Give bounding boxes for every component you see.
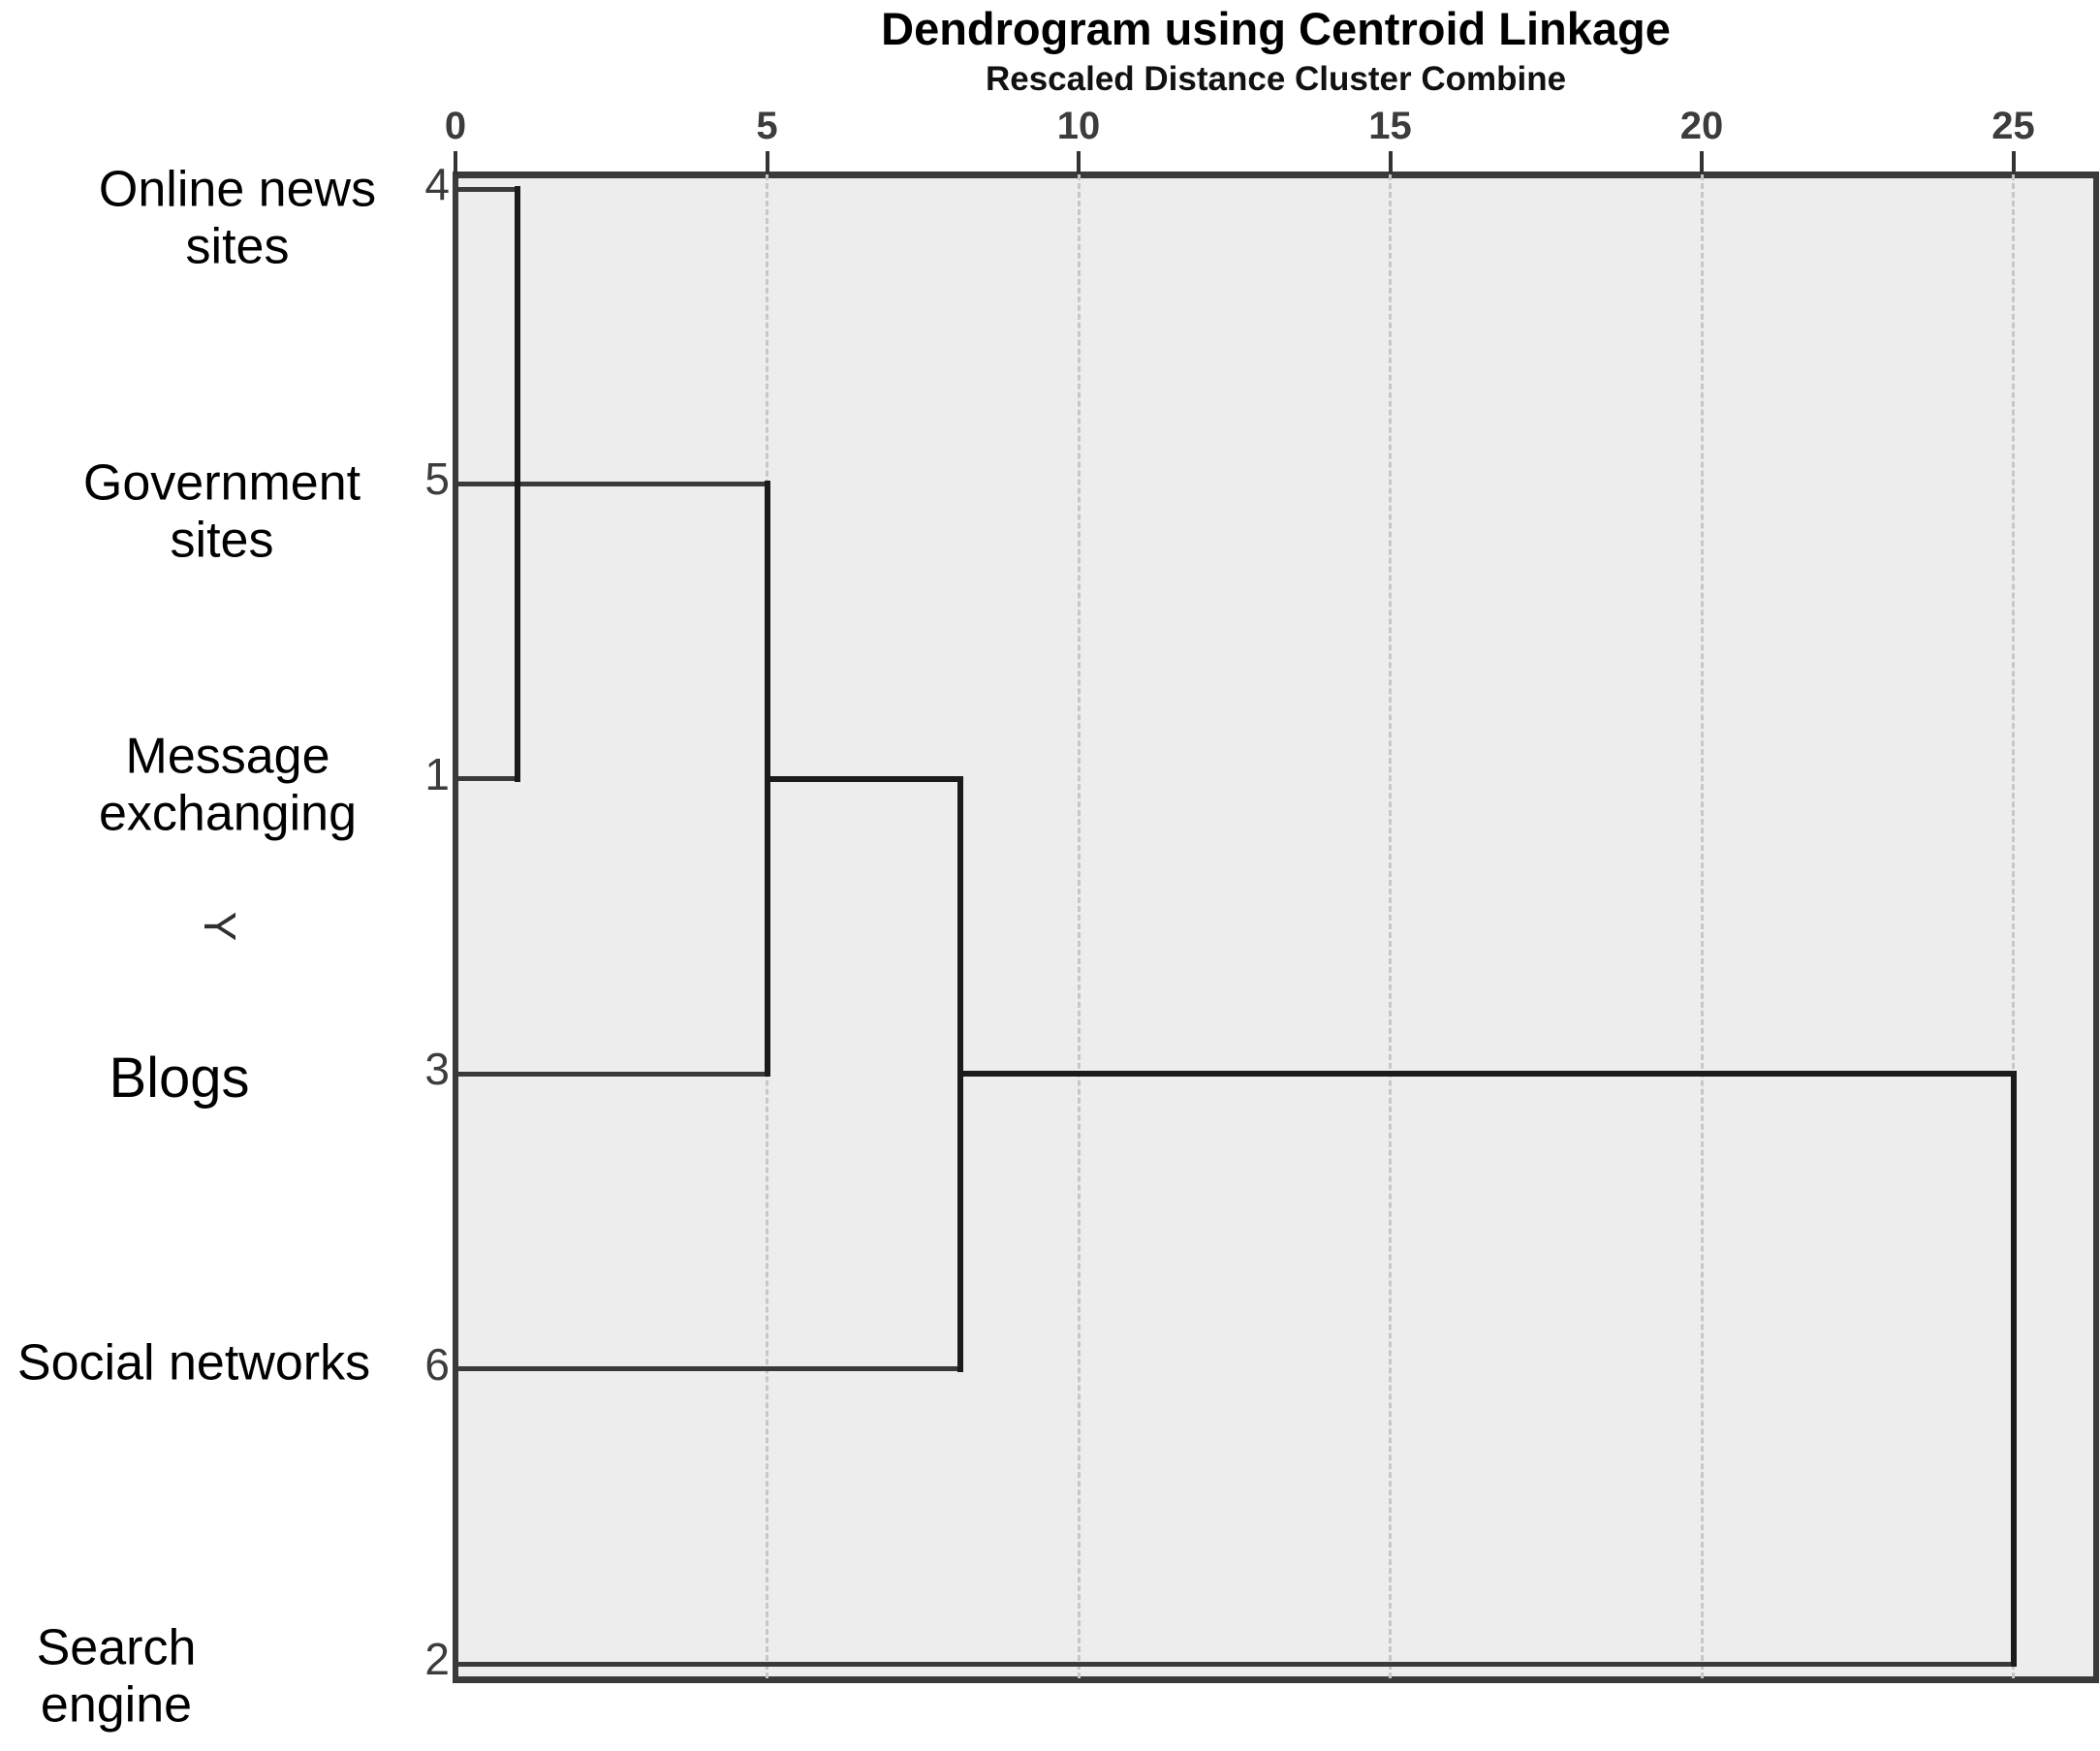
merge-bracket-line: [2010, 1071, 2017, 1667]
leaf-label: Online news sites: [98, 161, 377, 274]
leaf-label: Blogs: [109, 1047, 250, 1110]
chart-subtitle: Rescaled Distance Cluster Combine: [985, 60, 1567, 98]
axis-tick-mark: [765, 151, 769, 174]
axis-gridline: [1077, 174, 1081, 1678]
cluster-connector-line: [956, 1071, 2017, 1078]
axis-gridline: [1700, 174, 1704, 1678]
cluster-connector-line: [764, 775, 963, 782]
leaf-label: Search engine: [36, 1619, 197, 1733]
leaf-label: Social networks: [16, 1334, 371, 1391]
axis-tick-label: 5: [756, 105, 778, 147]
leaf-line: [455, 1071, 770, 1077]
axis-tick-mark: [454, 151, 457, 174]
leaf-line: [455, 1366, 963, 1372]
axis-gridline: [2012, 174, 2015, 1678]
leaf-line: [455, 1661, 2017, 1667]
leaf-label: Message exchanging: [99, 728, 357, 841]
axis-tick-label: 25: [1991, 105, 2035, 147]
y-axis-label: Y: [195, 911, 245, 942]
leaf-line: [455, 186, 521, 192]
merge-bracket-line: [764, 481, 770, 1078]
axis-tick-mark: [1077, 151, 1081, 174]
case-number-label: 3: [424, 1044, 450, 1095]
merge-bracket-line: [956, 775, 963, 1372]
merge-bracket-line: [515, 186, 521, 782]
axis-tick-mark: [1700, 151, 1704, 174]
axis-tick-label: 20: [1679, 105, 1724, 147]
plot-area: [453, 172, 2099, 1683]
case-number-label: 1: [424, 748, 450, 799]
axis-tick-mark: [2011, 151, 2016, 174]
axis-gridline: [1389, 174, 1392, 1678]
chart-title: Dendrogram using Centroid Linkage: [881, 3, 1671, 54]
case-number-label: 5: [424, 453, 450, 505]
axis-tick-mark: [1388, 151, 1393, 174]
case-number-label: 6: [424, 1338, 450, 1390]
axis-tick-label: 0: [444, 105, 467, 147]
axis-tick-label: 15: [1368, 105, 1412, 147]
leaf-line: [455, 776, 521, 782]
leaf-label: Government sites: [82, 454, 361, 569]
case-number-label: 2: [424, 1634, 450, 1684]
leaf-line: [455, 481, 770, 486]
case-number-label: 4: [424, 159, 450, 209]
axis-tick-label: 10: [1056, 105, 1101, 147]
